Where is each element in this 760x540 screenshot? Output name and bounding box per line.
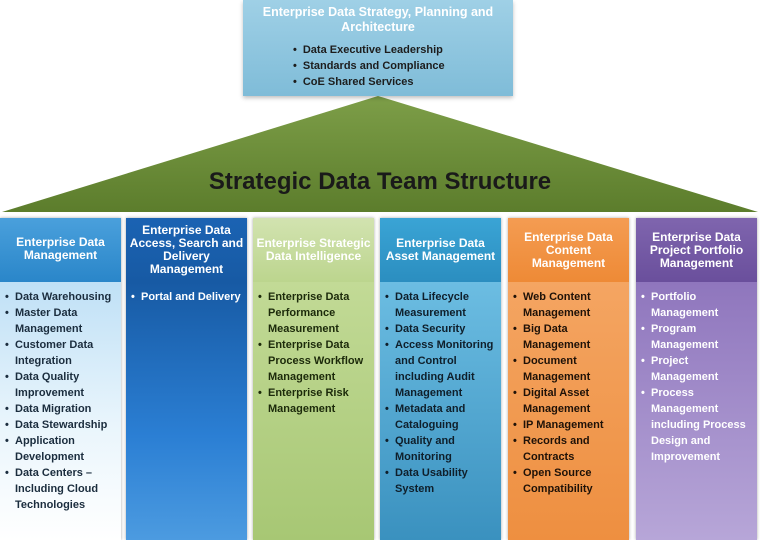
roof-triangle — [2, 96, 758, 212]
list-item: Process Management including Process Des… — [641, 385, 753, 465]
strategy-box-list: Data Executive Leadership Standards and … — [293, 42, 445, 90]
list-item: Metadata and Cataloguing — [385, 401, 497, 433]
diagram-title: Strategic Data Team Structure — [208, 168, 552, 195]
list-item: Portal and Delivery — [131, 289, 243, 305]
list-item: Enterprise Data Performance Measurement — [258, 289, 370, 337]
list-item: Records and Contracts — [513, 433, 625, 465]
list-item: Access Monitoring and Control including … — [385, 337, 497, 401]
pillar-content-management: Enterprise Data Content Management Web C… — [508, 218, 629, 540]
strategy-box: Enterprise Data Strategy, Planning and A… — [243, 0, 513, 96]
roof — [2, 96, 758, 212]
list-item: Application Development — [5, 433, 117, 465]
pillar-list: Portfolio Management Program Management … — [641, 289, 753, 465]
list-item: Enterprise Risk Management — [258, 385, 370, 417]
list-item: Standards and Compliance — [293, 58, 445, 74]
strategy-box-title: Enterprise Data Strategy, Planning and A… — [262, 5, 494, 34]
pillar-title: Enterprise Data Content Management — [524, 229, 613, 270]
pillar-header: Enterprise Data Access, Search and Deliv… — [126, 218, 247, 282]
pillar-header: Enterprise Data Content Management — [508, 218, 629, 282]
list-item: Data Centers – Including Cloud Technolog… — [5, 465, 117, 513]
pillar-header: Enterprise Data Management — [0, 218, 121, 282]
pillar-title: Enterprise Data Access, Search and Deliv… — [129, 223, 244, 276]
list-item: Customer Data Integration — [5, 337, 117, 369]
pillar-data-management: Enterprise Data Management Data Warehous… — [0, 218, 121, 540]
list-item: Data Migration — [5, 401, 117, 417]
list-item: Open Source Compatibility — [513, 465, 625, 497]
list-item: Data Warehousing — [5, 289, 117, 305]
pillar-list: Portal and Delivery — [131, 289, 243, 305]
pillar-access-search-delivery: Enterprise Data Access, Search and Deliv… — [126, 218, 247, 540]
pillar-title: Enterprise Strategic Data Intelligence — [256, 236, 371, 263]
list-item: Web Content Management — [513, 289, 625, 321]
pillar-body: Data Lifecycle Measurement Data Security… — [380, 282, 501, 540]
pillar-asset-management: Enterprise Data Asset Management Data Li… — [380, 218, 501, 540]
list-item: Enterprise Data Process Workflow Managem… — [258, 337, 370, 385]
list-item: CoE Shared Services — [293, 74, 445, 90]
pillar-body: Web Content Management Big Data Manageme… — [508, 282, 629, 540]
list-item: Digital Asset Management — [513, 385, 625, 417]
list-item: Data Security — [385, 321, 497, 337]
pillar-header: Enterprise Data Project Portfolio Manage… — [636, 218, 757, 282]
list-item: Data Stewardship — [5, 417, 117, 433]
pillar-project-portfolio: Enterprise Data Project Portfolio Manage… — [636, 218, 757, 540]
list-item: Program Management — [641, 321, 753, 353]
list-item: Data Executive Leadership — [293, 42, 445, 58]
list-item: Data Usability System — [385, 465, 497, 497]
list-item: Document Management — [513, 353, 625, 385]
pillar-strategic-intelligence: Enterprise Strategic Data Intelligence E… — [253, 218, 374, 540]
pillar-list: Enterprise Data Performance Measurement … — [258, 289, 370, 417]
pillar-body: Portal and Delivery — [126, 282, 247, 540]
list-item: Project Management — [641, 353, 753, 385]
pillar-title: Enterprise Data Project Portfolio Manage… — [649, 229, 744, 270]
list-item: Master Data Management — [5, 305, 117, 337]
list-item: Quality and Monitoring — [385, 433, 497, 465]
pillar-body: Data Warehousing Master Data Management … — [0, 282, 121, 540]
pillar-list: Data Warehousing Master Data Management … — [5, 289, 117, 513]
pillar-body: Enterprise Data Performance Measurement … — [253, 282, 374, 540]
list-item: Data Lifecycle Measurement — [385, 289, 497, 321]
pillar-title: Enterprise Data Management — [16, 235, 105, 262]
pillar-header: Enterprise Strategic Data Intelligence — [253, 218, 374, 282]
pillar-list: Web Content Management Big Data Manageme… — [513, 289, 625, 497]
pillar-body: Portfolio Management Program Management … — [636, 282, 757, 540]
list-item: Big Data Management — [513, 321, 625, 353]
pillar-title: Enterprise Data Asset Management — [385, 236, 496, 263]
list-item: Portfolio Management — [641, 289, 753, 321]
list-item: IP Management — [513, 417, 625, 433]
pillar-list: Data Lifecycle Measurement Data Security… — [385, 289, 497, 497]
pillar-header: Enterprise Data Asset Management — [380, 218, 501, 282]
list-item: Data Quality Improvement — [5, 369, 117, 401]
